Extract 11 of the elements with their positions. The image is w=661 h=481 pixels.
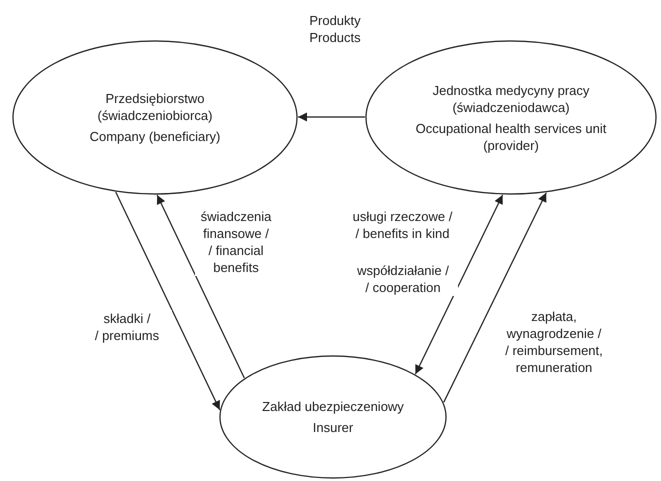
node-text: Zakład ubezpieczeniowy <box>262 398 404 415</box>
arrow <box>414 194 504 374</box>
node-text: Insurer <box>312 419 354 436</box>
node-text: Przedsiębiorstwo (świadczeniobiorca) <box>96 90 214 124</box>
arrow <box>298 112 365 122</box>
arrow <box>115 192 220 410</box>
arrow <box>443 192 547 403</box>
node-text: Jednostka medycyny pracy (świadczeniodawca) <box>432 82 590 116</box>
arrow <box>156 194 245 378</box>
node-text: Company (beneficiary) <box>90 128 220 145</box>
node-text: Occupational health services unit (provider) <box>414 120 608 154</box>
